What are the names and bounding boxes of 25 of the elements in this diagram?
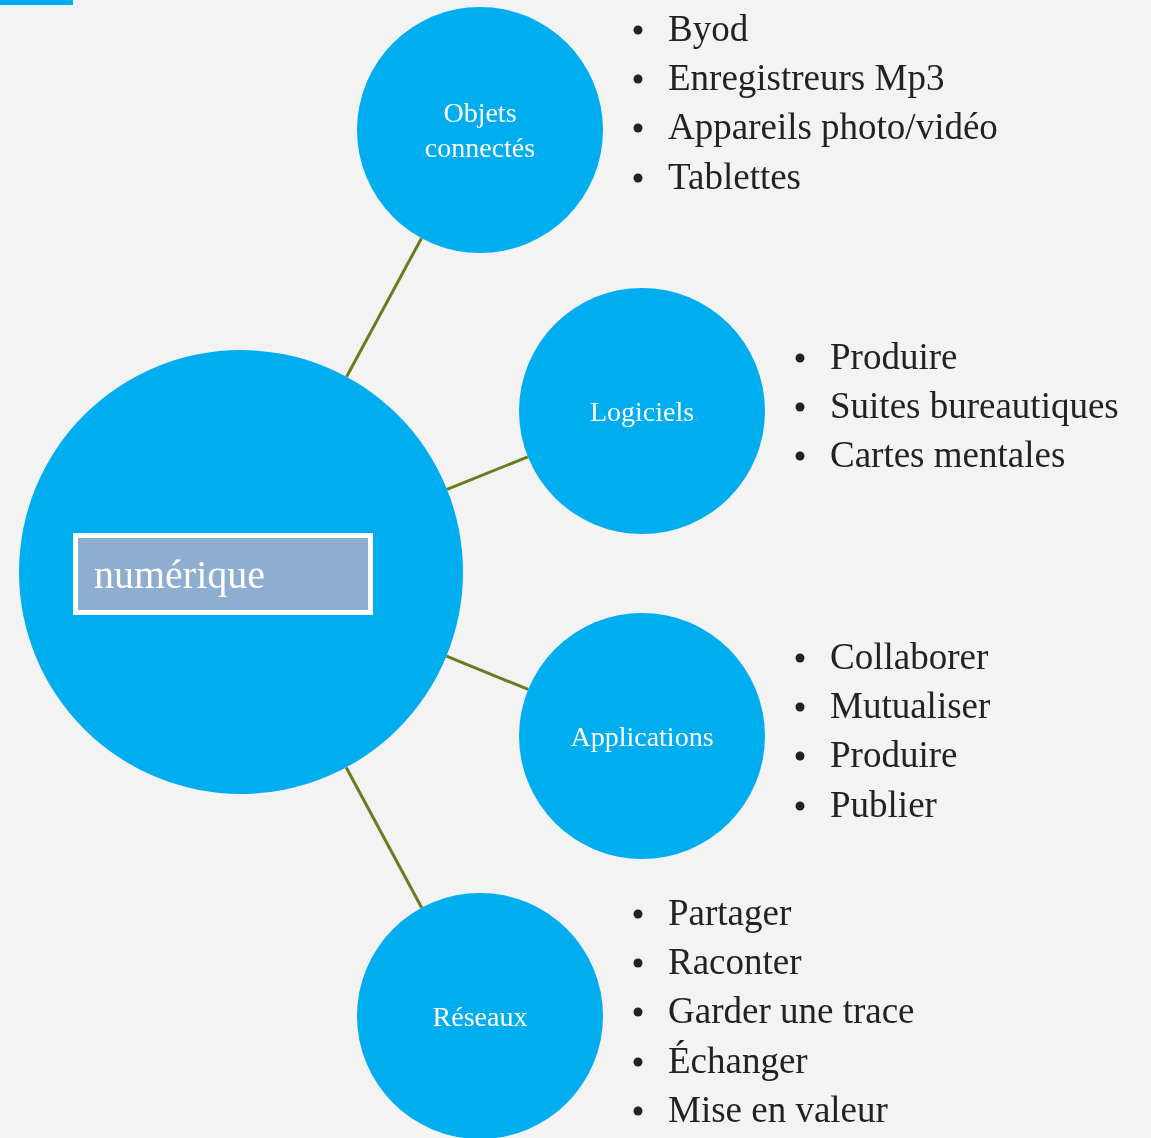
bullet-item: Appareils photo/vidéo <box>668 106 998 148</box>
connector-line <box>345 237 423 378</box>
bullet-item: Publier <box>830 783 937 825</box>
topic-label: Objets connectés <box>423 96 537 165</box>
bullet-item: Garder une trace <box>668 990 915 1032</box>
bullet-item: Byod <box>668 8 749 49</box>
bullet-item: Produire <box>830 734 958 776</box>
topic-label: Logiciels <box>588 394 696 429</box>
connector-line <box>446 455 529 491</box>
bullet-item: Enregistreurs Mp3 <box>668 57 945 99</box>
title-box: numérique <box>73 533 373 615</box>
bullet-item: Cartes mentales <box>830 434 1066 476</box>
bullet-item: Mutualiser <box>830 685 991 727</box>
topic-label: Réseaux <box>431 999 529 1034</box>
connector-line <box>445 654 529 691</box>
connector-line <box>344 766 423 909</box>
bullet-item: Collaborer <box>830 636 989 677</box>
bullet-item: Produire <box>830 336 958 377</box>
bullet-item: Échanger <box>668 1039 808 1081</box>
bullet-item: Tablettes <box>668 155 802 197</box>
topic-label: Applications <box>569 719 715 754</box>
bullet-item: Mise en valeur <box>668 1088 888 1130</box>
bullet-item: Raconter <box>668 941 802 983</box>
bullet-item: Partager <box>668 892 792 933</box>
bullet-item: Suites bureautiques <box>830 385 1119 427</box>
